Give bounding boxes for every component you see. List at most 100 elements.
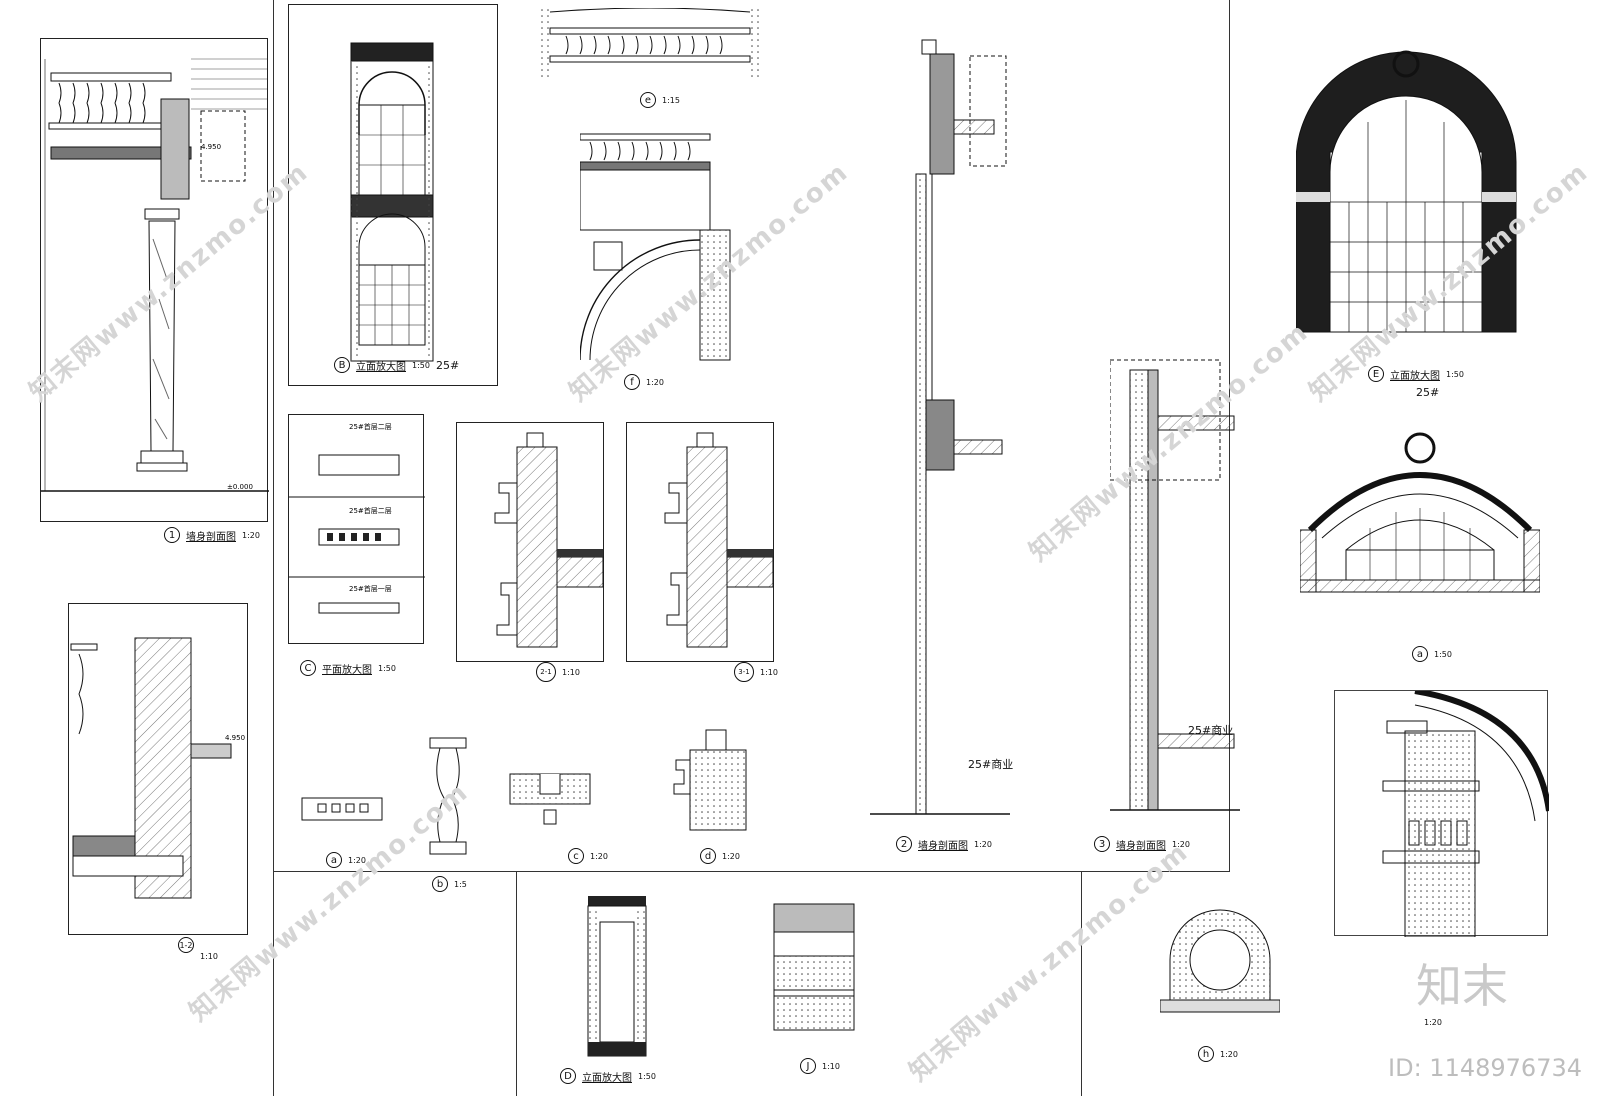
drawing-id-bubble: 3 bbox=[1094, 836, 1110, 852]
drawing-scale: 1:20 bbox=[1220, 1049, 1238, 1059]
drawing-3-linework bbox=[1109, 359, 1240, 811]
drawing-B-caption: B 立面放大图 1:50 25# bbox=[334, 357, 459, 373]
drawing-3-tag: 25#商业 bbox=[1188, 722, 1233, 738]
drawing-J-wall-layers bbox=[770, 900, 860, 1050]
drawing-1-wall-section: 4.950 ±0.000 bbox=[40, 38, 269, 522]
drawing-scale: 1:10 bbox=[200, 952, 218, 961]
drawing-D-caption: D 立面放大图 1:50 bbox=[560, 1068, 656, 1084]
drawing-column-detail bbox=[1334, 688, 1552, 938]
drawing-scale: 1:50 bbox=[1434, 649, 1452, 659]
drawing-3-wall-section bbox=[1109, 330, 1240, 830]
drawing-B-linework bbox=[350, 42, 434, 362]
drawing-id-bubble: J bbox=[800, 1058, 816, 1074]
drawing-scale: 1:10 bbox=[562, 667, 580, 677]
building-tag: 25# bbox=[1416, 386, 1440, 399]
drawing-h-caption: h 1:20 bbox=[1198, 1046, 1238, 1062]
drawing-scale: 1:20 bbox=[348, 855, 366, 865]
drawing-f-caption: f 1:20 bbox=[624, 374, 664, 390]
drawing-c-small-caption: c 1:20 bbox=[568, 848, 608, 864]
drawing-1-caption: 1 墙身剖面图 1:20 bbox=[164, 527, 260, 543]
drawing-h-linework bbox=[1159, 909, 1281, 1013]
sheet-left-frame bbox=[4, 0, 274, 1096]
drawing-id-bubble: C bbox=[300, 660, 316, 676]
drawing-id-bubble: 1-2 bbox=[178, 937, 194, 953]
elevation-label: 4.950 bbox=[201, 143, 221, 151]
drawing-2-1-caption: 2-1 1:10 bbox=[536, 662, 580, 682]
drawing-a-arched-caption: a 1:50 bbox=[1412, 646, 1452, 662]
drawing-a-small-caption: a 1:20 bbox=[326, 852, 366, 868]
drawing-id-bubble: 1 bbox=[164, 527, 180, 543]
drawing-C-caption: C 平面放大图 1:50 bbox=[300, 660, 396, 676]
drawing-scale: 1:20 bbox=[974, 839, 992, 849]
drawing-id-bubble: 2 bbox=[896, 836, 912, 852]
drawing-scale: 1:50 bbox=[412, 360, 430, 370]
drawing-h-round-window bbox=[1159, 900, 1281, 1020]
drawing-id-bubble: D bbox=[560, 1068, 576, 1084]
drawing-E-linework bbox=[1295, 50, 1517, 333]
drawing-C-plan: 25#首层二层 25#首层二层 25#首层一层 bbox=[288, 414, 425, 644]
elevation-label: 4.950 bbox=[225, 734, 245, 742]
drawing-2-linework bbox=[870, 39, 1010, 815]
drawing-id-bubble: B bbox=[334, 357, 350, 373]
drawing-d-small-detail bbox=[646, 720, 776, 844]
drawing-id-bubble: d bbox=[700, 848, 716, 864]
drawing-2-tag: 25#商业 bbox=[968, 756, 1013, 772]
drawing-a-arched-linework bbox=[1299, 432, 1541, 593]
drawing-E-caption: E 立面放大图 1:50 bbox=[1368, 366, 1464, 382]
drawing-scale: 1:20 bbox=[590, 851, 608, 861]
drawing-e-balustrade bbox=[540, 7, 760, 80]
drawing-J-caption: J 1:10 bbox=[800, 1058, 840, 1074]
drawing-2-caption: 2 墙身剖面图 1:20 bbox=[896, 836, 992, 852]
drawing-scale: 1:50 bbox=[378, 663, 396, 673]
drawing-title: 墙身剖面图 bbox=[918, 840, 968, 852]
elevation-label: ±0.000 bbox=[227, 483, 253, 491]
drawing-id-bubble: E bbox=[1368, 366, 1384, 382]
drawing-id-bubble: a bbox=[1412, 646, 1428, 662]
drawing-1-2-parapet-section: 4.950 bbox=[68, 603, 248, 935]
sheet-bottom-center-frame bbox=[516, 872, 1082, 1096]
drawing-title: 平面放大图 bbox=[322, 664, 372, 676]
drawing-id-bubble: b bbox=[432, 876, 448, 892]
drawing-3-caption: 3 墙身剖面图 1:20 bbox=[1094, 836, 1190, 852]
drawing-b-small-caption: b 1:5 bbox=[432, 876, 467, 892]
building-tag: 25#商业 bbox=[1188, 724, 1234, 737]
drawing-scale: 1:10 bbox=[760, 667, 778, 677]
drawing-id-bubble: 3-1 bbox=[734, 662, 754, 682]
drawing-1-2-linework: 4.950 bbox=[70, 637, 245, 899]
drawing-title: 立面放大图 bbox=[1390, 370, 1440, 382]
drawing-c-linework bbox=[509, 773, 591, 825]
drawing-title: 墙身剖面图 bbox=[186, 531, 236, 543]
drawing-E-tag: 25# bbox=[1416, 386, 1439, 399]
drawing-scale: 1:10 bbox=[822, 1061, 840, 1071]
building-tag: 25# bbox=[435, 358, 460, 372]
drawing-scale: 1:20 bbox=[1172, 839, 1190, 849]
drawing-scale: 1:20 bbox=[646, 377, 664, 387]
drawing-3-1-cornice-section bbox=[626, 422, 774, 662]
drawing-1-2-scale: 1:10 bbox=[200, 952, 218, 961]
drawing-a-linework bbox=[301, 797, 383, 821]
watermark-id: ID: 1148976734 bbox=[1388, 1054, 1582, 1082]
plan-level-label: 25#首层二层 bbox=[349, 422, 392, 431]
drawing-1-linework: 4.950 ±0.000 bbox=[41, 58, 269, 492]
drawing-f-arch-detail bbox=[579, 120, 756, 364]
plan-level-label: 25#首层一层 bbox=[349, 584, 392, 593]
building-tag: 25#商业 bbox=[968, 758, 1014, 771]
drawing-id-bubble: h bbox=[1198, 1046, 1214, 1062]
drawing-d-linework bbox=[673, 729, 747, 831]
drawing-f-linework bbox=[579, 133, 731, 361]
drawing-B-elevation bbox=[288, 4, 498, 386]
drawing-2-1-cornice-section bbox=[456, 422, 604, 662]
drawing-D-linework bbox=[587, 896, 647, 1057]
sheet-center-frame bbox=[274, 0, 1230, 872]
drawing-scale: 1:20 bbox=[722, 851, 740, 861]
drawing-title: 立面放大图 bbox=[356, 361, 406, 373]
drawing-2-wall-section bbox=[870, 10, 1010, 830]
drawing-id-bubble: e bbox=[640, 92, 656, 108]
drawing-scale: 1:5 bbox=[454, 879, 467, 889]
drawing-column-caption: 1:20 bbox=[1424, 1018, 1442, 1027]
drawing-e-linework bbox=[540, 7, 760, 80]
drawing-scale: 1:20 bbox=[242, 530, 260, 540]
drawing-2-1-linework bbox=[494, 432, 604, 648]
drawing-J-linework bbox=[773, 903, 855, 1031]
drawing-id-bubble: f bbox=[624, 374, 640, 390]
